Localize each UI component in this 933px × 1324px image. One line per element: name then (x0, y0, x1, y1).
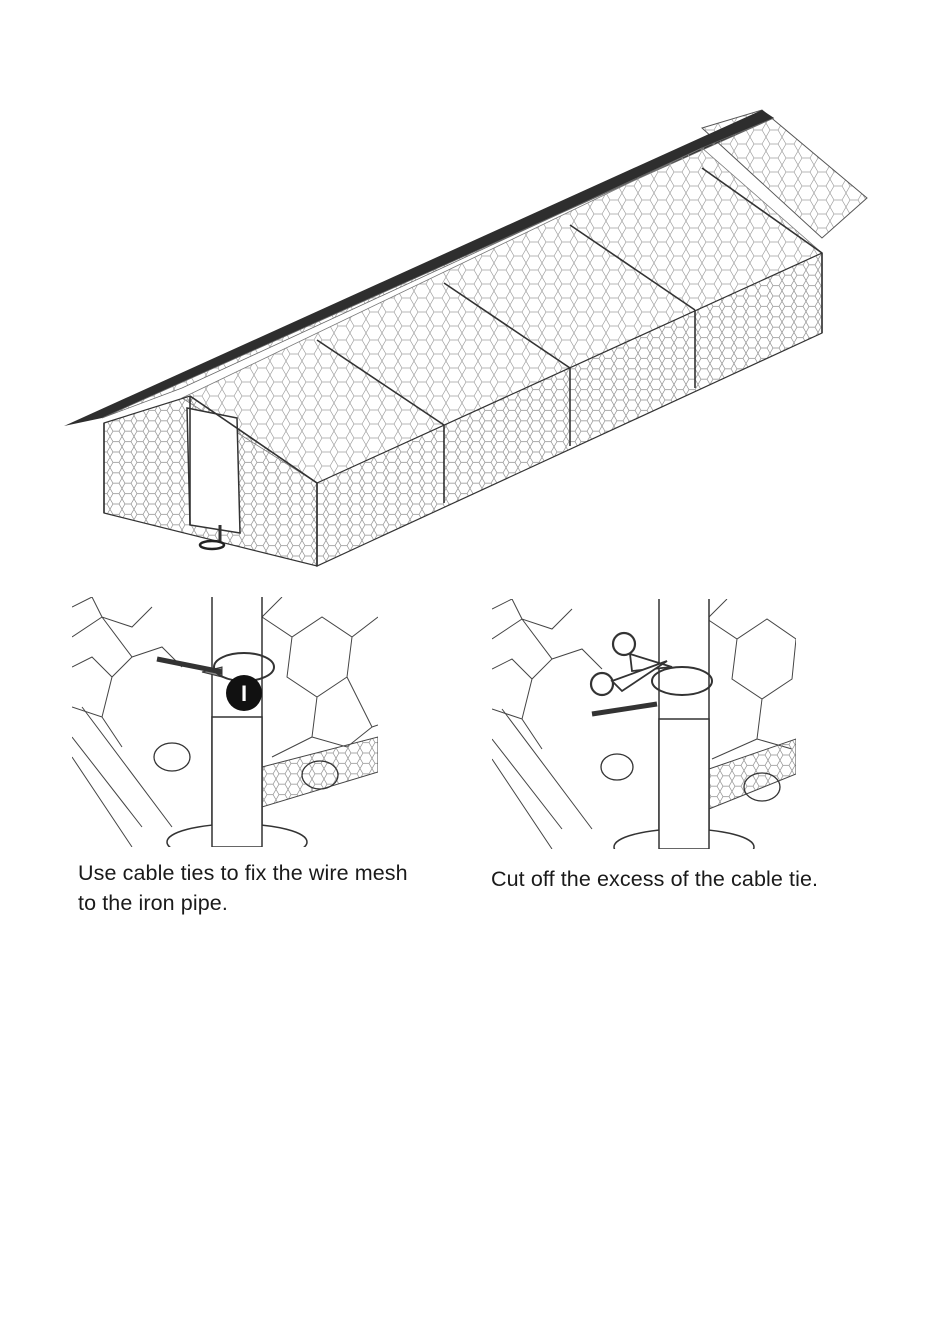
step-marker-label: I (241, 681, 247, 706)
detail-cut-excess (492, 599, 796, 849)
step-1-caption: Use cable ties to fix the wire mesh to t… (78, 858, 408, 918)
door-stopper (200, 541, 224, 549)
cable-tie-detail-drawing: I (72, 597, 378, 847)
coop-drawing (62, 88, 868, 570)
detail-cable-tie: I (72, 597, 378, 847)
coop-assembly-illustration (62, 88, 868, 570)
door (187, 408, 240, 533)
scissors-detail-drawing (492, 599, 796, 849)
step-2-caption: Cut off the excess of the cable tie. (491, 864, 891, 894)
